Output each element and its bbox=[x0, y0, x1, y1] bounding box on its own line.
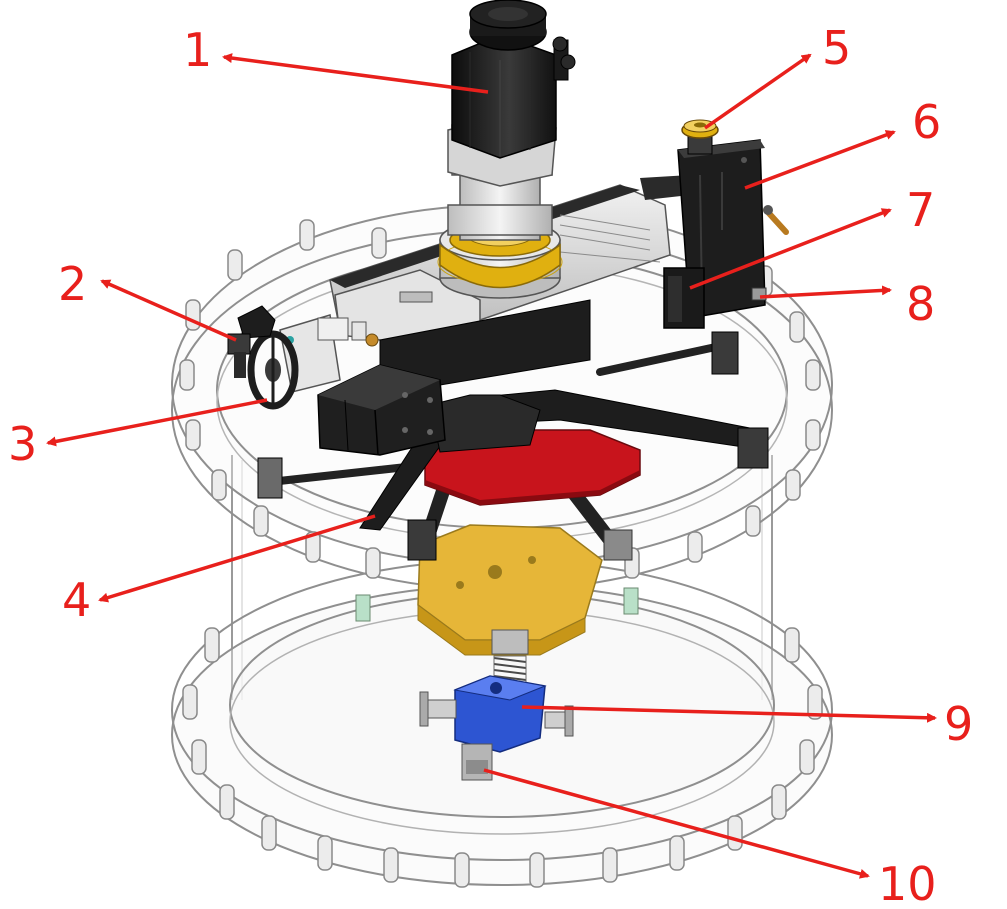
label-8: 8 bbox=[906, 277, 935, 331]
bottom-connector bbox=[461, 743, 493, 781]
arrow-8 bbox=[759, 285, 892, 299]
arrow-1 bbox=[222, 53, 489, 94]
spider-support-frame bbox=[257, 331, 769, 561]
drive-gearbox bbox=[317, 364, 446, 456]
arrow-5 bbox=[704, 53, 812, 130]
arrow-3 bbox=[46, 398, 268, 447]
handwheel bbox=[247, 330, 299, 410]
label-1: 1 bbox=[183, 23, 212, 77]
label-6: 6 bbox=[912, 95, 941, 149]
arrow-10 bbox=[483, 768, 870, 879]
adjust-lever bbox=[763, 205, 789, 235]
arrow-7 bbox=[689, 208, 892, 290]
callout-labels: 1 2 3 4 5 6 7 8 9 10 bbox=[8, 21, 973, 909]
label-9: 9 bbox=[944, 697, 973, 751]
label-10: 10 bbox=[878, 857, 937, 909]
arrow-4 bbox=[98, 514, 376, 603]
label-2: 2 bbox=[58, 257, 87, 311]
clamp-handle bbox=[227, 305, 276, 378]
label-4: 4 bbox=[62, 573, 91, 627]
yellow-sample-plate bbox=[355, 524, 639, 656]
label-3: 3 bbox=[8, 417, 37, 471]
arrow-6 bbox=[744, 130, 896, 190]
chamber-cylinder bbox=[231, 455, 773, 700]
callout-arrows bbox=[46, 53, 937, 879]
arrow-9 bbox=[521, 705, 937, 723]
probe-clamp bbox=[663, 267, 705, 329]
label-7: 7 bbox=[906, 183, 935, 237]
blue-cube-stage bbox=[419, 675, 574, 753]
arrow-2 bbox=[100, 279, 237, 342]
spring-column bbox=[491, 629, 529, 685]
servo-motor bbox=[451, 0, 576, 159]
lower-flange-bolts bbox=[182, 627, 823, 888]
label-5: 5 bbox=[822, 21, 851, 75]
